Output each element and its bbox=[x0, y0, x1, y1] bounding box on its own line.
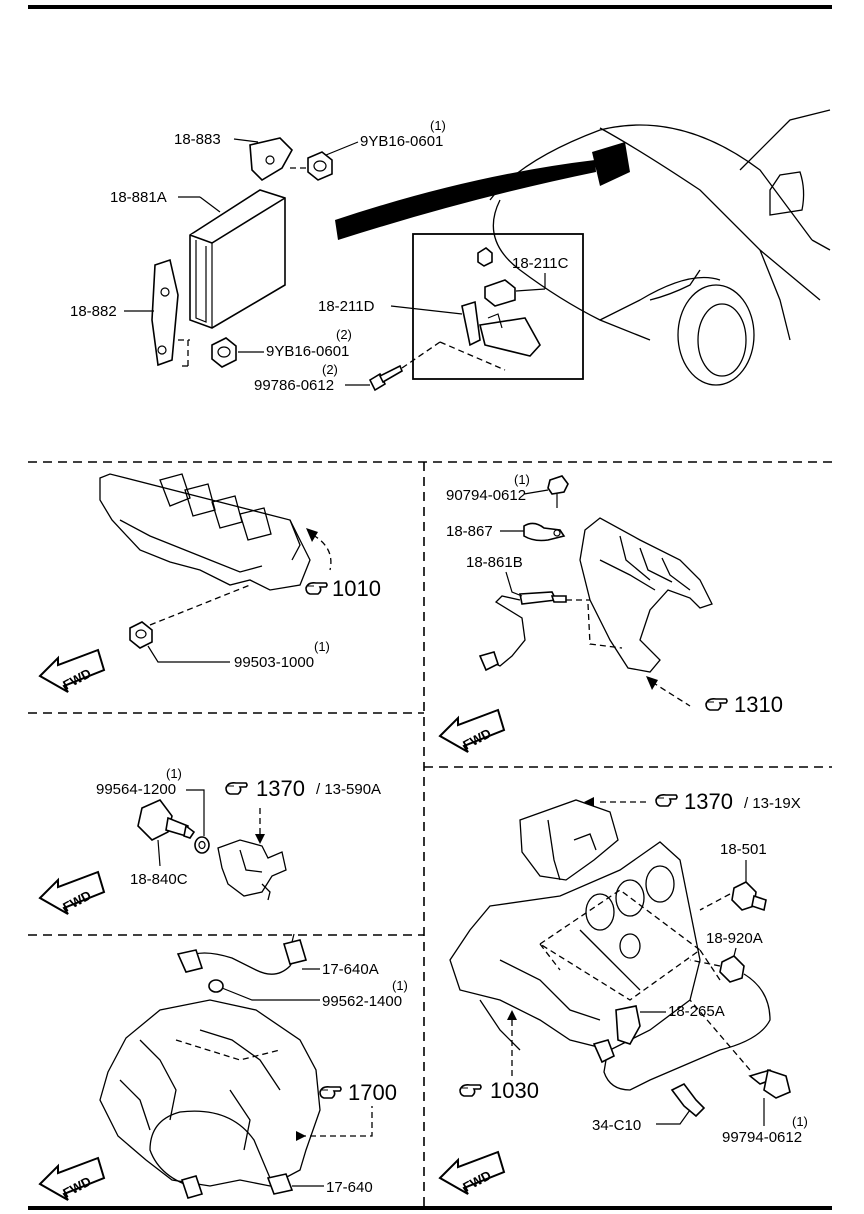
thermo-arrowhead bbox=[255, 834, 265, 844]
label-18-867: 18-867 bbox=[446, 523, 493, 540]
block-arrowhead bbox=[507, 1010, 517, 1020]
label-18-211c: 18-211C bbox=[512, 255, 569, 272]
nut-lower bbox=[211, 337, 237, 368]
ref-pointer-1030 bbox=[459, 1084, 482, 1097]
ecu-lower-bracket bbox=[151, 258, 179, 367]
o-ring-99562 bbox=[208, 979, 224, 993]
thermostat-housing-sketch bbox=[217, 839, 287, 901]
nut-upper bbox=[307, 151, 333, 181]
sensor-18-840c bbox=[137, 799, 196, 841]
car-outline bbox=[489, 109, 831, 386]
label-18-882: 18-882 bbox=[70, 303, 117, 320]
map-sensor bbox=[461, 247, 541, 357]
sensor-17-640a bbox=[176, 933, 308, 975]
ref-pointer-1370-engine bbox=[655, 794, 678, 807]
ref-1030: 1030 bbox=[490, 1078, 539, 1103]
label-17-640a: 17-640A bbox=[322, 961, 379, 978]
bracket-18-867 bbox=[523, 522, 566, 542]
plug-99503 bbox=[129, 621, 153, 649]
label-90794-0612: 90794-0612 bbox=[446, 487, 526, 504]
label-99562-1400: 99562-1400 bbox=[322, 993, 402, 1010]
sensor-17-640 bbox=[149, 1110, 294, 1199]
qty-99564-1200: (1) bbox=[166, 766, 182, 781]
label-34-c10: 34-C10 bbox=[592, 1117, 641, 1134]
ref-pointer-1370-thermo bbox=[225, 782, 248, 795]
label-18-840c: 18-840C bbox=[130, 871, 188, 888]
ref-pointer-1700 bbox=[319, 1086, 342, 1099]
ref-sub-13-590a: / 13-590A bbox=[316, 781, 381, 798]
exhaust-manifold-sketch bbox=[579, 517, 713, 673]
ref-1310: 1310 bbox=[734, 692, 783, 717]
label-18-265a: 18-265A bbox=[668, 1003, 725, 1020]
engine-block-sketch bbox=[449, 799, 701, 1051]
transaxle-sketch bbox=[99, 999, 321, 1187]
label-99794-0612: 99794-0612 bbox=[722, 1129, 802, 1146]
clip-34-c10 bbox=[670, 1082, 706, 1118]
ref-sub-13-19x: / 13-19X bbox=[744, 795, 801, 812]
label-18-861b: 18-861B bbox=[466, 554, 523, 571]
trans-arrowhead bbox=[296, 1131, 306, 1141]
ref-pointer-1010 bbox=[305, 582, 328, 595]
bolt-99786 bbox=[368, 364, 403, 392]
ref-pointer-1310 bbox=[705, 698, 728, 711]
washer-99564 bbox=[194, 836, 210, 854]
qty-99562-1400: (1) bbox=[392, 978, 408, 993]
ref-1370-engine: 1370 bbox=[684, 789, 733, 814]
label-17-640: 17-640 bbox=[326, 1179, 373, 1196]
label-18-211d: 18-211D bbox=[318, 298, 375, 315]
engine-top-arrowhead bbox=[584, 797, 594, 807]
ecu-location-mark bbox=[592, 142, 630, 186]
ecu-upper-bracket bbox=[249, 137, 293, 182]
bolt-99794 bbox=[748, 1068, 791, 1099]
cylinder-head-sketch bbox=[99, 473, 311, 591]
label-18-881a: 18-881A bbox=[110, 189, 167, 206]
label-99786-0612: 99786-0612 bbox=[254, 377, 334, 394]
ecu-unit bbox=[189, 189, 286, 329]
ref-1700: 1700 bbox=[348, 1080, 397, 1105]
label-9yb16-0601-a: 9YB16-0601 bbox=[360, 133, 443, 150]
sensor-18-920a bbox=[603, 955, 771, 1091]
location-pointer-wedge bbox=[335, 160, 596, 240]
bracket-18-265a bbox=[592, 1005, 641, 1064]
qty-99794-0612: (1) bbox=[792, 1114, 808, 1129]
manifold-arrowhead bbox=[646, 676, 658, 690]
qty-90794-0612: (1) bbox=[514, 472, 530, 487]
ref-1370-thermo: 1370 bbox=[256, 776, 305, 801]
label-18-501: 18-501 bbox=[720, 841, 767, 858]
ref-1010: 1010 bbox=[332, 576, 381, 601]
qty-9yb16-0601-b: (2) bbox=[336, 327, 352, 342]
label-18-920a: 18-920A bbox=[706, 930, 763, 947]
label-99503-1000: 99503-1000 bbox=[234, 654, 314, 671]
qty-99503-1000: (1) bbox=[314, 639, 330, 654]
qty-99786-0612: (2) bbox=[322, 362, 338, 377]
map-sensor-inset-box bbox=[412, 233, 584, 380]
sensor-18-501 bbox=[731, 881, 767, 912]
label-18-883: 18-883 bbox=[174, 131, 221, 148]
qty-9yb16-0601-a: (1) bbox=[430, 118, 446, 133]
label-9yb16-0601-b: 9YB16-0601 bbox=[266, 343, 349, 360]
label-99564-1200: 99564-1200 bbox=[96, 781, 176, 798]
bolt-90794 bbox=[547, 475, 569, 508]
head-arrowhead bbox=[306, 528, 318, 542]
o2-sensor-18-861b bbox=[478, 591, 567, 672]
